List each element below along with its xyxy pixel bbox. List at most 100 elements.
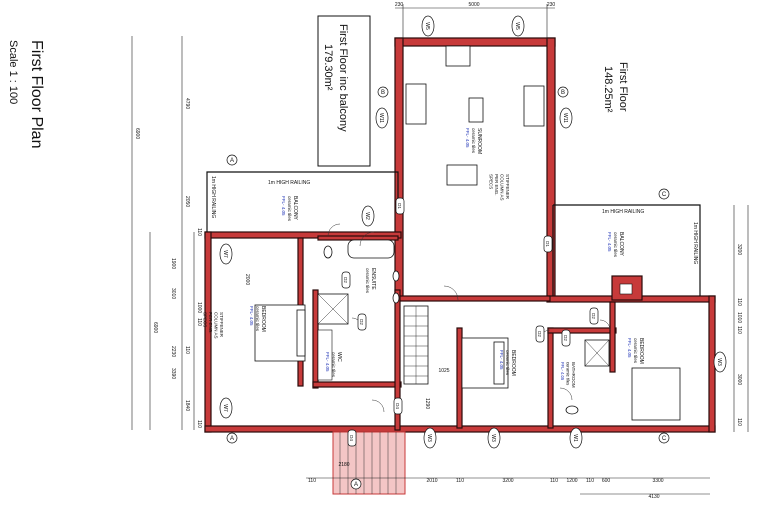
dim-bottom-1: 110 <box>308 478 316 484</box>
door-tag-d4-a: D4 <box>395 403 400 409</box>
dimensions-left: 6900 6900 4790 2050 1900 3010 2230 3390 … <box>131 36 202 430</box>
bedroom-main-finish: ceramic tiles <box>255 306 260 332</box>
door-tag-d1-right: D1 <box>545 241 550 247</box>
note-stiffener-top: STIFFENER COLUMN AS PER ENG. SPECS <box>489 174 511 201</box>
dim-bottom-2: 2010 <box>426 478 437 484</box>
area-right-value: 148.25m² <box>602 66 614 113</box>
bedroom-main-name: BEDROOM <box>260 306 266 332</box>
dim-left-inner-1: 110 <box>196 228 202 236</box>
balcony-left-ffl: FFL- 4.05 <box>281 196 286 216</box>
stiffener-top-line-4: SPECS <box>489 174 494 189</box>
dim-bottom-5: 110 <box>550 478 558 484</box>
dim-left-inner-4: 110 <box>184 346 190 354</box>
window-tag-w7-bottom: W7 <box>222 404 228 412</box>
wic-finish: ceramic tiles <box>331 352 336 378</box>
door-tag-d2-bedroom-right: D2 <box>591 313 596 319</box>
window-tag-w3-b: W3 <box>490 434 496 442</box>
wic-ffl: FFL- 4.05 <box>325 352 330 372</box>
door-tag-d2-ensuite: D2 <box>343 277 348 283</box>
dim-stair-1290: 1290 <box>424 398 430 409</box>
dim-right-6: 110 <box>736 418 742 426</box>
dim-top-3: 230 <box>547 2 556 8</box>
bathroom-finish: ceramic tiles <box>566 362 571 385</box>
dim-left-mid-7: 1840 <box>184 400 190 411</box>
window-tag-w7-top: W7 <box>222 250 228 258</box>
dim-deck-width: 2180 <box>338 462 349 468</box>
railing-left-top: 1m HIGH RAILING <box>268 180 310 186</box>
window-tags: W5 W5 W11 W11 W7 W7 W3 W3 W3 W1 W2 <box>219 15 727 449</box>
stiffener-top-line-1: STIFFENER <box>505 174 510 200</box>
railing-right-side: 1m HIGH RAILING <box>692 222 698 264</box>
balcony-right-name: BALCONY <box>618 232 624 257</box>
window-tag-w5-right: W5 <box>514 22 520 30</box>
balcony-right-ffl: FFL- 4.05 <box>607 232 612 252</box>
balcony-right-finish: ceramic tiles <box>613 232 618 258</box>
room-wic: WIC ceramic tiles FFL- 4.05 <box>325 352 342 378</box>
area-left-label: First Floor inc balcony <box>337 24 349 132</box>
door-tags: D1 D2 D2 D1 D2 D2 D4 D4 D2 <box>341 197 599 447</box>
grid-c-bottom: C <box>662 436 667 442</box>
grid-a-bottom-left: A <box>230 436 234 442</box>
door-swings <box>327 223 611 413</box>
dim-bottom-9: 3300 <box>652 478 663 484</box>
bedroom-right-finish: ceramic tiles <box>633 338 638 364</box>
bathroom-name: BATHROOM <box>571 362 576 388</box>
walls <box>204 37 716 433</box>
dim-bottom-7: 110 <box>586 478 594 484</box>
dim-right-1: 3200 <box>736 244 742 255</box>
grid-c-top: C <box>662 192 667 198</box>
dim-bottom-total: 4130 <box>648 494 659 500</box>
dim-bottom-8: 600 <box>602 478 611 484</box>
door-tag-d2-wic: D2 <box>359 319 364 325</box>
room-balcony-left: BALCONY ceramic tiles FFL- 4.05 <box>281 196 298 222</box>
grid-b-left: B <box>381 90 385 96</box>
staircase <box>403 305 429 385</box>
dim-bottom-3: 110 <box>456 478 464 484</box>
dim-top-2: 5000 <box>468 2 479 8</box>
door-tag-d1-balcony: D1 <box>397 203 402 209</box>
bathroom-ffl: FFL- 4.05 <box>560 362 565 381</box>
window-tag-w1: W1 <box>572 434 578 442</box>
ensuite-name: ENSUITE <box>370 268 376 290</box>
stiffener-top-line-2: COLUMN AS <box>500 174 505 201</box>
window-tag-w11-left: W11 <box>378 113 384 123</box>
dim-right-5: 3000 <box>736 374 742 385</box>
window-tag-w3-c: W3 <box>716 358 722 366</box>
bedroom-main-ffl: FFL- 4.05 <box>249 306 254 326</box>
room-balcony-right: BALCONY ceramic tiles FFL- 4.05 <box>607 232 624 258</box>
grid-a-bottom: A <box>354 482 358 488</box>
deck <box>332 431 406 495</box>
stiffener-left-line-4: SPECS <box>203 312 208 327</box>
dim-left-mid-1: 4790 <box>184 98 190 109</box>
dim-stair-1025: 1025 <box>438 368 449 374</box>
plan-scale: Scale 1 : 100 <box>7 40 19 104</box>
balcony-left-name: BALCONY <box>292 196 298 221</box>
dim-left-mid-4: 3010 <box>170 288 176 299</box>
door-tag-d4-b: D4 <box>349 435 354 441</box>
dim-left-outer-2: 6900 <box>152 322 158 333</box>
sunroom-ffl: FFL- 4.05 <box>465 128 470 148</box>
stiffener-left-line-1: STIFFENER <box>219 312 224 338</box>
sunroom-name: SUNROOM <box>476 128 482 154</box>
room-bedroom-main: BEDROOM ceramic tiles FFL- 4.05 <box>249 306 266 332</box>
furniture <box>254 45 681 421</box>
dim-right-3: 1010 <box>736 312 742 323</box>
area-box-right: First Floor 148.25m² <box>602 62 629 113</box>
bedroom-mid-finish: ceramic tiles <box>505 350 510 376</box>
window-tag-w2: W2 <box>364 212 370 220</box>
dim-left-inner-5: 110 <box>196 420 202 428</box>
wic-name: WIC <box>336 352 342 362</box>
area-left-value: 179.30m² <box>322 44 334 91</box>
dim-left-mid-6: 3390 <box>170 368 176 379</box>
sunroom-finish: ceramic tiles <box>471 128 476 154</box>
room-sunroom: SUNROOM ceramic tiles FFL- 4.05 <box>465 128 482 154</box>
bedroom-right-name: BEDROOM <box>638 338 644 364</box>
ensuite-finish: ceramic tiles <box>365 268 370 294</box>
stiffener-left-line-2: COLUMN AS <box>214 312 219 339</box>
room-bedroom-mid: BEDROOM ceramic tiles FFL- 4.05 <box>499 350 516 376</box>
room-ensuite: ENSUITE ceramic tiles <box>365 268 376 294</box>
area-box-left: First Floor inc balcony 179.30m² <box>317 15 371 167</box>
balcony-left-finish: ceramic tiles <box>287 196 292 222</box>
room-bathroom: BATHROOM ceramic tiles FFL- 4.05 <box>560 362 576 388</box>
bedroom-mid-name: BEDROOM <box>510 350 516 376</box>
